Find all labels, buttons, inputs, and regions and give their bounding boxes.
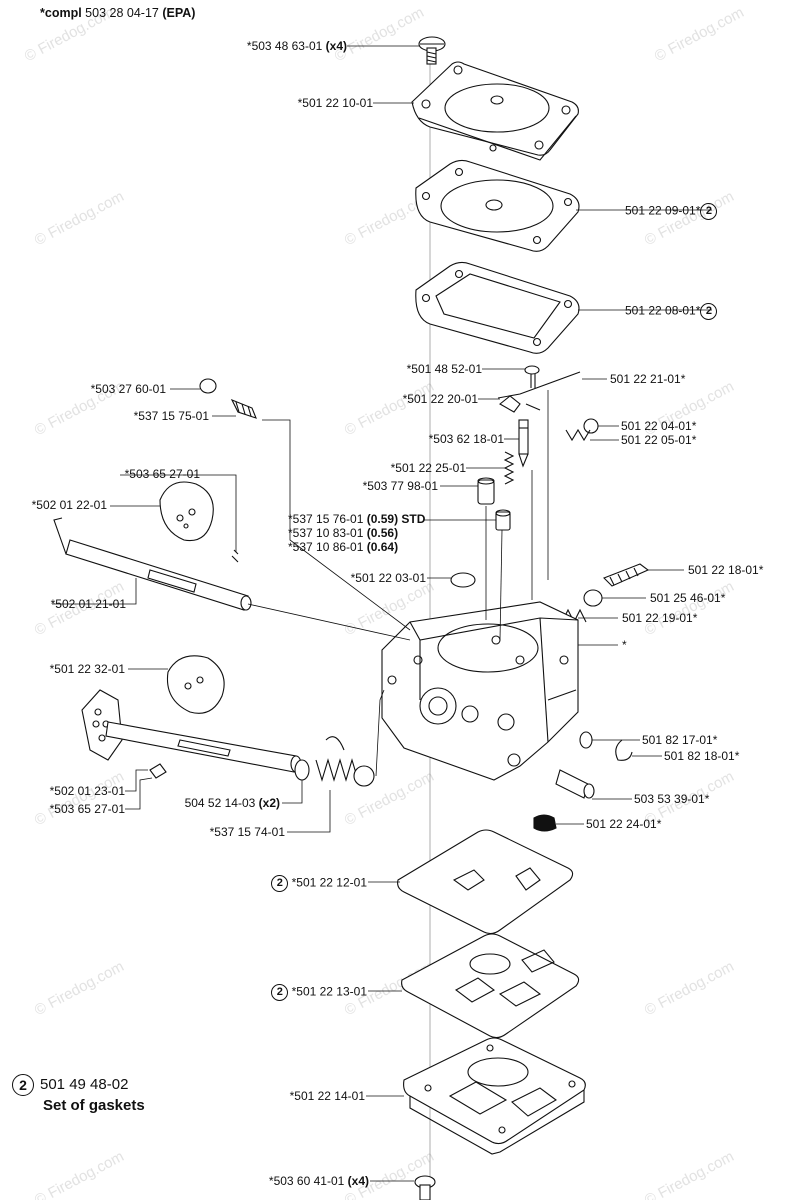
part-label[interactable]: 501 22 19-01* (622, 611, 698, 625)
part-label[interactable]: *537 10 83-01 (0.56) (288, 526, 399, 540)
legend-marker: 2 (12, 1074, 34, 1096)
part-label[interactable]: * (622, 638, 627, 652)
legend-part-number[interactable]: 501 49 48-02 (40, 1075, 129, 1093)
part-label[interactable]: *503 62 18-01 (428, 432, 504, 446)
part-label[interactable]: 501 82 17-01* (642, 733, 718, 747)
header-prefix: *compl (40, 6, 82, 20)
gasket-set-marker: 2 (700, 303, 718, 320)
part-label[interactable]: *501 22 10-01 (297, 96, 373, 110)
part-label[interactable]: *501 22 20-01 (402, 392, 478, 406)
part-label[interactable]: *503 48 63-01 (x4) (246, 39, 347, 53)
jet-part (477, 477, 495, 505)
carburetor-body-part (381, 601, 579, 781)
part-label[interactable]: *502 01 22-01 (31, 498, 107, 512)
part-label[interactable]: *503 77 98-01 (362, 479, 438, 493)
gasket-set-marker: 2 (700, 203, 718, 220)
spring-small-part (503, 451, 515, 485)
part-label[interactable]: 501 22 09-01*2 (625, 203, 718, 220)
upper-left-small-parts (199, 378, 257, 419)
pump-cover-part (411, 61, 579, 161)
pump-diaphragm-part (415, 159, 580, 252)
header-suffix: (EPA) (162, 6, 196, 20)
assembly-header: *compl 503 28 04-17 (EPA) (40, 6, 195, 20)
part-label[interactable]: 501 22 24-01* (586, 817, 662, 831)
part-label[interactable]: 503 53 39-01* (634, 792, 710, 806)
check-ball-part (583, 418, 599, 434)
part-label[interactable]: *501 22 03-01 (350, 571, 426, 585)
throttle-shaft-part (81, 655, 302, 779)
legend-row: 2 501 49 48-02 (12, 1074, 145, 1096)
part-label[interactable]: *501 48 52-01 (406, 362, 482, 376)
metering-cover-part (403, 1037, 586, 1155)
part-label[interactable]: *537 15 75-01 (133, 409, 209, 423)
check-spring-part (565, 428, 591, 442)
part-label[interactable]: *502 01 21-01 (50, 597, 126, 611)
part-label[interactable]: 504 52 14-03 (x2) (184, 796, 280, 810)
part-label[interactable]: *503 65 27-01 (124, 467, 200, 481)
lever-screw-part (524, 365, 540, 388)
part-label[interactable]: *537 15 76-01 (0.59) STD (288, 512, 426, 526)
part-label[interactable]: 501 82 18-01* (664, 749, 740, 763)
part-label[interactable]: 2 *501 22 12-01 (271, 875, 367, 892)
part-label[interactable]: *501 22 32-01 (49, 662, 125, 676)
part-label[interactable]: *537 10 86-01 (0.64) (288, 540, 399, 554)
part-label[interactable]: *503 27 60-01 (90, 382, 166, 396)
gasket-set-marker: 2 (271, 984, 289, 1001)
part-label[interactable]: *503 60 41-01 (x4) (268, 1174, 369, 1188)
gasket-set-marker: 2 (271, 875, 289, 892)
part-label[interactable]: 501 22 05-01* (621, 433, 697, 447)
part-label[interactable]: 501 22 21-01* (610, 372, 686, 386)
part-label[interactable]: *537 15 74-01 (209, 825, 285, 839)
part-label[interactable]: 2 *501 22 13-01 (271, 984, 367, 1001)
header-number: 503 28 04-17 (85, 6, 159, 20)
throttle-spring-part (294, 736, 375, 787)
part-label[interactable]: *502 01 23-01 (49, 784, 125, 798)
part-label[interactable]: 501 25 46-01* (650, 591, 726, 605)
legend-title: Set of gaskets (43, 1097, 145, 1114)
welch-plug-part (450, 572, 476, 588)
part-label[interactable]: *501 22 25-01 (390, 461, 466, 475)
fitting-parts (533, 731, 633, 832)
metering-diaphragm-part (401, 933, 580, 1039)
leader-lines (52, 45, 712, 1182)
needle-part (518, 419, 529, 468)
part-label[interactable]: 501 22 18-01* (688, 563, 764, 577)
top-screw-part (418, 36, 446, 65)
nozzle-part (495, 509, 511, 531)
gasket-set-legend: 2 501 49 48-02 Set of gaskets (12, 1074, 145, 1116)
part-label[interactable]: *501 22 14-01 (289, 1089, 365, 1103)
part-label[interactable]: 501 22 04-01* (621, 419, 697, 433)
part-label[interactable]: 501 22 08-01*2 (625, 303, 718, 320)
metering-gasket-part (397, 829, 574, 935)
bottom-screw-part (414, 1175, 436, 1200)
inlet-lever-part (497, 371, 581, 413)
part-label[interactable]: *503 65 27-01 (49, 802, 125, 816)
pump-gasket-part (415, 261, 580, 354)
choke-shaft-part (53, 481, 252, 611)
